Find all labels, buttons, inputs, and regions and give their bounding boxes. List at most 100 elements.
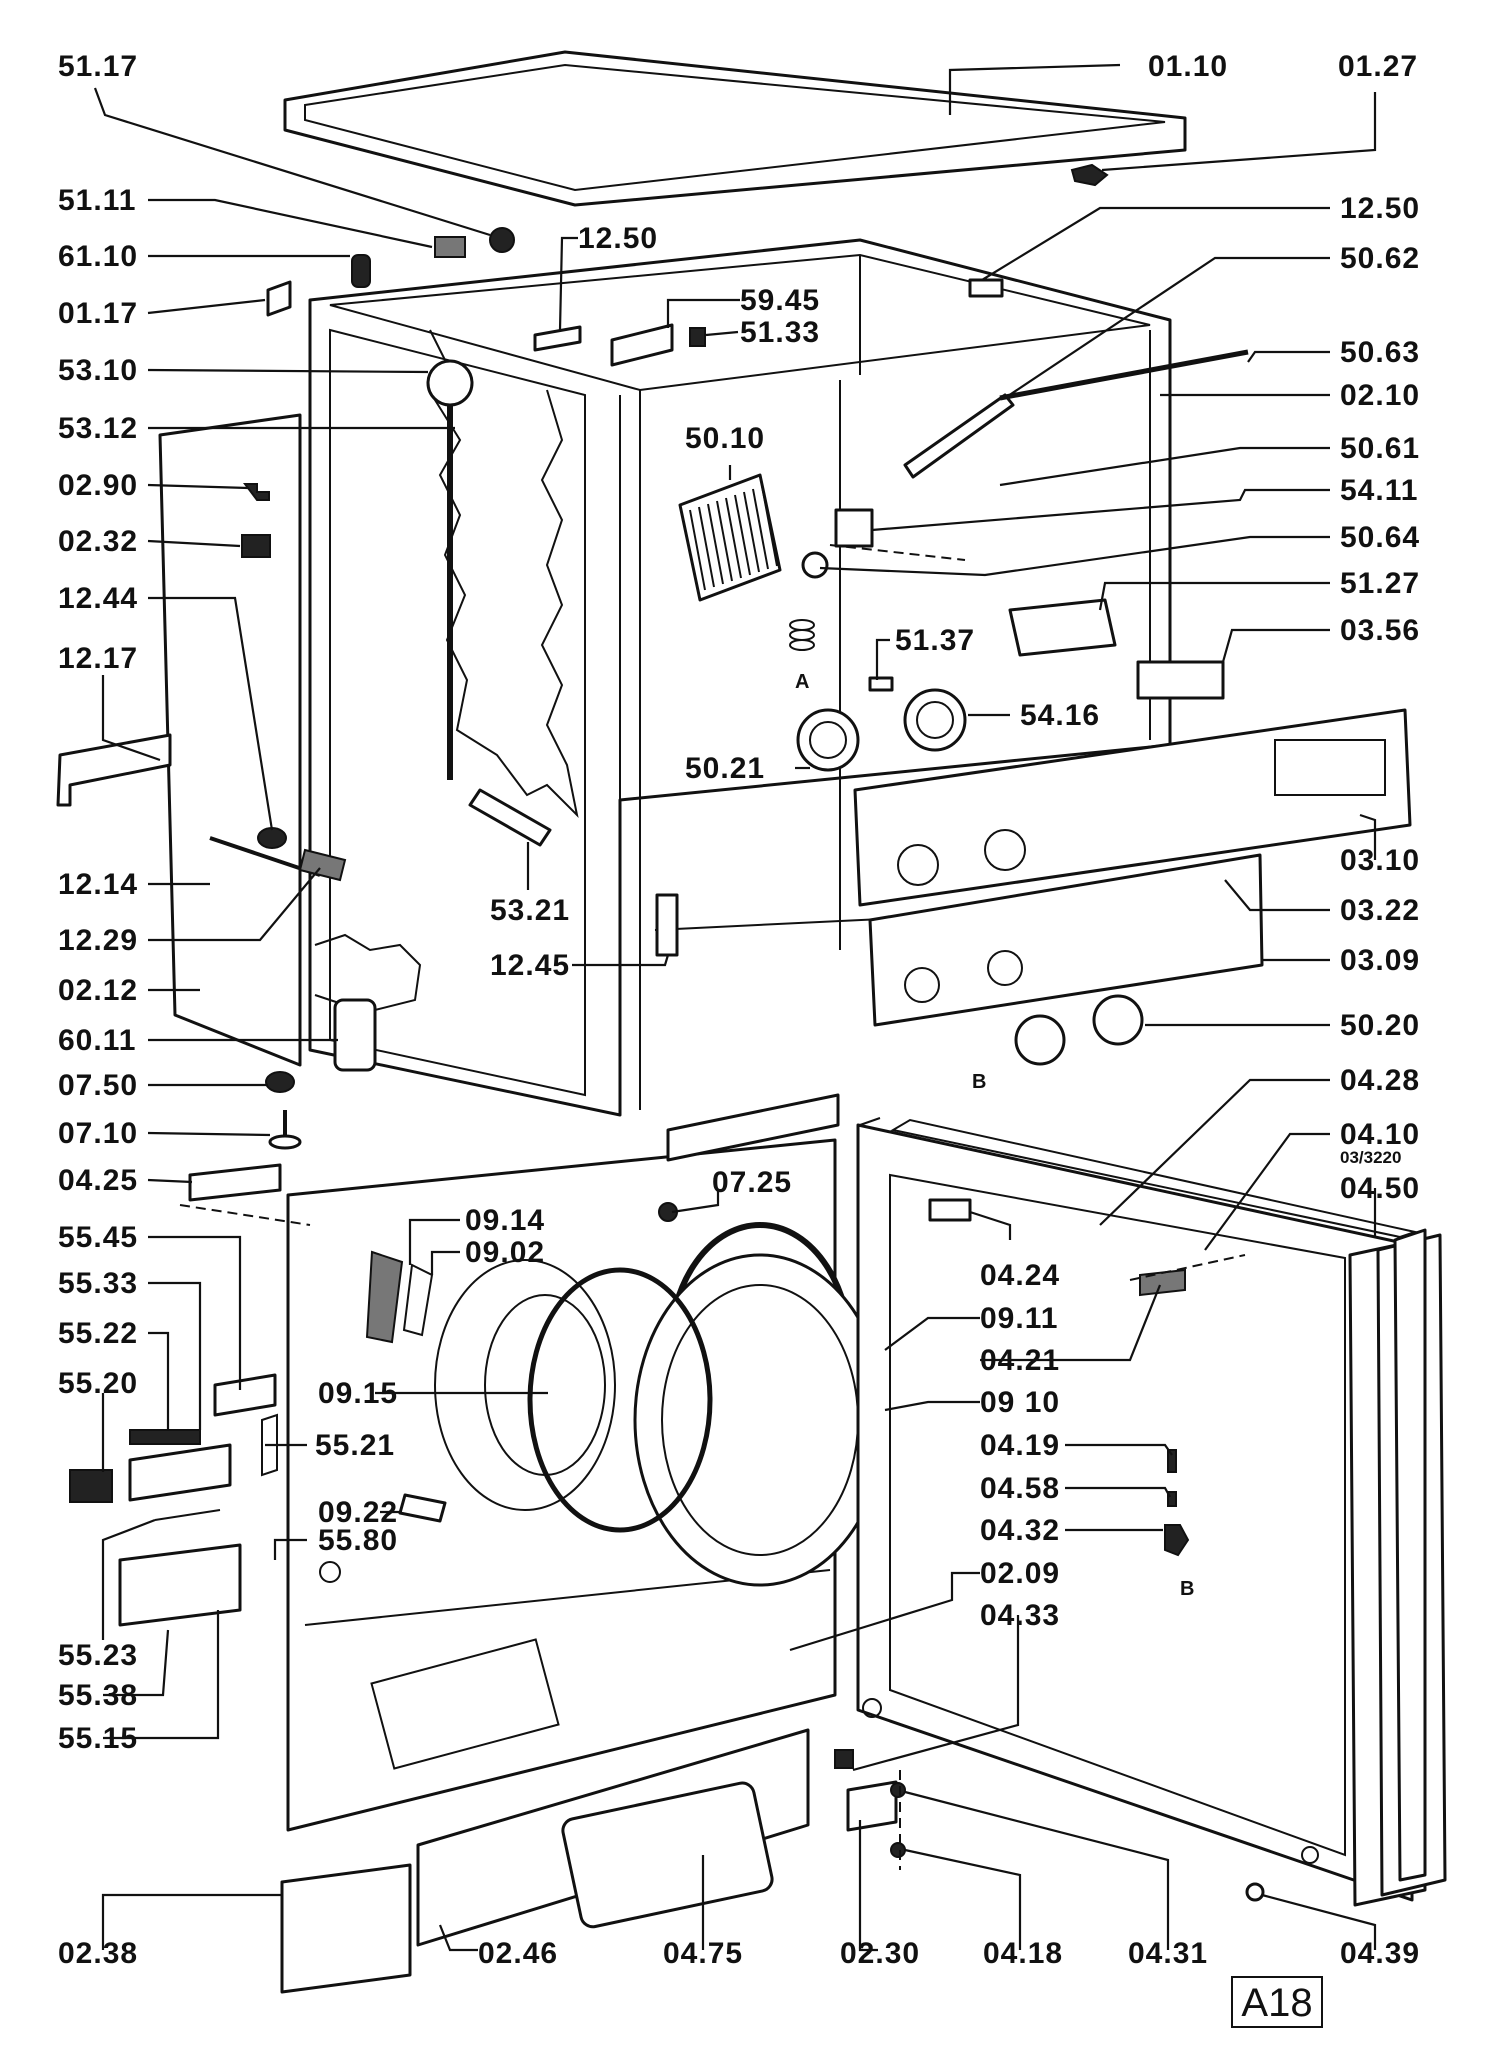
label-07-50: 07.50 [58,1069,138,1102]
label-12-29: 12.29 [58,924,138,957]
label-51-27: 51.27 [1340,567,1420,600]
label-04-28: 04.28 [1340,1064,1420,1097]
panel-02-38 [280,1863,412,1994]
part-04-32 [1164,1524,1190,1557]
label-50-10: 50.10 [685,422,765,455]
screw-51-37 [868,676,894,692]
label-53-10: 53.10 [58,354,138,387]
label-02-30: 02.30 [840,1937,920,1970]
label-09-22: 09.22 [318,1496,398,1529]
part-55-45 [213,1373,277,1417]
label-55-33: 55.33 [58,1267,138,1300]
label-51-17: 51.17 [58,50,138,83]
label-55-22: 55.22 [58,1317,138,1350]
label-59-45: 59.45 [740,284,820,317]
label-03-10: 03.10 [1340,844,1420,877]
part-03-56 [1136,660,1225,700]
part-55-15 [118,1543,242,1627]
label-12-17: 12.17 [58,642,138,675]
label-01-10: 01.10 [1148,50,1228,83]
timer-50-10 [678,473,782,602]
label-51-37: 51.37 [895,624,975,657]
label-04-33: 04.33 [980,1599,1060,1632]
hinge-04-25 [188,1163,282,1202]
panel-03-09 [868,853,1264,1027]
rod-50-63 [999,349,1249,401]
label-02-10: 02.10 [1340,379,1420,412]
label-02-46: 02.46 [478,1937,558,1970]
label-12-50-a: 12.50 [578,222,658,255]
label-51-11: 51.11 [58,184,136,217]
label-04-24: 04.24 [980,1259,1060,1292]
switch-54-11 [834,508,874,548]
label-04-25: 04.25 [58,1164,138,1197]
base-bracket [666,1093,840,1162]
part-51-27 [1008,598,1117,657]
lid-clip [1070,163,1109,187]
label-09-11: 09.11 [980,1302,1058,1335]
bracket-12-17 [56,733,172,807]
label-04-10-sub: 03/3220 [1340,1148,1401,1167]
label-12-44: 12.44 [58,582,138,615]
clip-09-02 [365,1250,404,1344]
label-03-56: 03.56 [1340,614,1420,647]
assembly-lines [179,544,1246,1870]
label-07-10: 07.10 [58,1117,138,1150]
part-55-21 [261,1413,278,1477]
hinge-02-30 [846,1780,898,1832]
part-04-31 [890,1782,906,1798]
label-04-19: 04.19 [980,1429,1060,1462]
part-02-90 [243,483,270,501]
clip-09-22 [398,1493,447,1523]
door-ring [633,1253,887,1587]
hinge-12-29 [298,848,347,882]
label-51-33: 51.33 [740,316,820,349]
part-04-39 [1245,1882,1265,1902]
label-12-45: 12.45 [490,949,570,982]
part-12-50-a [533,325,582,352]
seal-09-15 [527,1267,713,1533]
label-04-32: 04.32 [980,1514,1060,1547]
rod-50-62 [903,393,1015,479]
label-04-75: 04.75 [663,1937,743,1970]
part-04-58 [1167,1491,1177,1507]
part-53-10 [426,359,474,407]
label-09-10: 09 10 [980,1386,1060,1419]
foot-07-50 [265,1071,295,1093]
label-07-25: 07.25 [712,1166,792,1199]
label-12-14: 12.14 [58,868,138,901]
part-02-32 [241,534,271,558]
label-04-21: 04.21 [980,1344,1060,1377]
label-55-23: 55.23 [58,1639,138,1672]
label-55-20: 55.20 [58,1367,138,1400]
door-assembly [856,1117,1447,1907]
label-61-10: 61.10 [58,240,138,273]
label-55-80: 55.80 [318,1524,398,1557]
label-55-45: 55.45 [58,1221,138,1254]
top-lid [283,50,1187,207]
label-09-02: 09.02 [465,1236,545,1269]
label-50-20: 50.20 [1340,1009,1420,1042]
bush-12-44 [257,827,287,849]
label-02-38: 02.38 [58,1937,138,1970]
part-51-17 [489,227,515,253]
label-03-09: 03.09 [1340,944,1420,977]
page-badge: A18 [1231,1976,1323,2028]
part-55-23 [154,1509,221,1521]
label-04-39: 04.39 [1340,1937,1420,1970]
label-04-18: 04.18 [983,1937,1063,1970]
label-09-15: 09.15 [318,1377,398,1410]
side-panel [158,413,302,1067]
label-09-14: 09.14 [465,1204,545,1237]
part-53-21 [468,788,552,847]
ref-b-hinge: B [1180,1578,1194,1600]
label-53-12: 53.12 [58,412,138,445]
label-04-50: 04.50 [1340,1172,1420,1205]
part-61-10 [351,254,371,288]
part-55-22 [129,1429,201,1445]
label-01-27: 01.27 [1338,50,1418,83]
pump-60-11 [333,998,377,1072]
svg-text:A18: A18 [1241,1981,1312,2025]
label-12-50-b: 12.50 [1340,192,1420,225]
